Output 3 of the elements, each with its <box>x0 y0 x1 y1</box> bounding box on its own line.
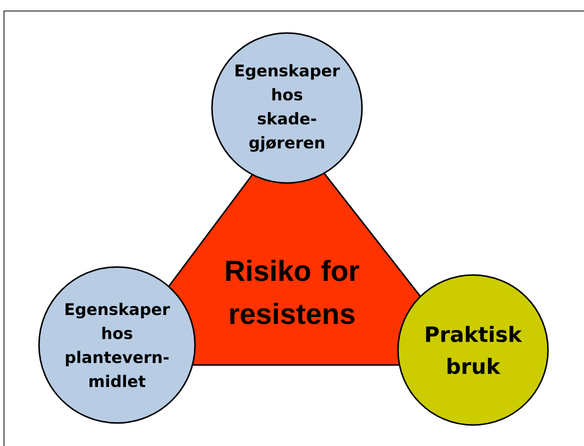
circle-node: Praktisk bruk <box>397 274 549 426</box>
circle-node: Egenskaper hos skade- gjøreren <box>211 32 363 184</box>
circle-node: Egenskaper hos plantevern- midlet <box>38 266 196 424</box>
